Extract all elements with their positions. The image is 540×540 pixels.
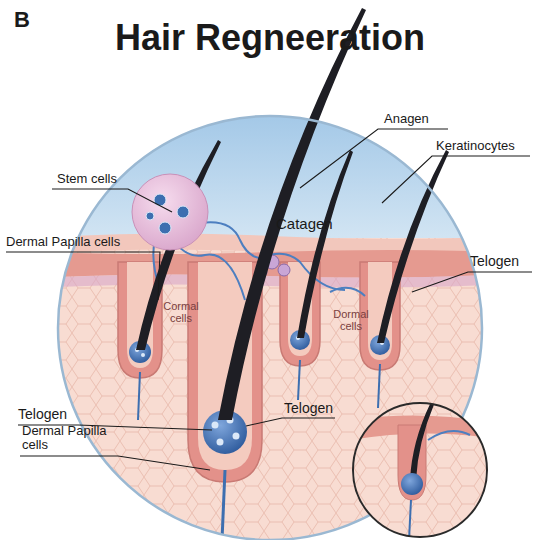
blood-vessel (409, 500, 411, 540)
hair-shaft (377, 150, 449, 343)
leader-line (412, 272, 532, 292)
cell-dot (233, 433, 240, 440)
blood-vessel (260, 254, 345, 290)
stem-cell-sphere (132, 174, 208, 250)
stem-cell (177, 206, 189, 218)
blood-vessel (298, 360, 300, 400)
sphere-body (132, 174, 208, 250)
cell-dot (141, 353, 145, 357)
basal-layer (40, 274, 510, 288)
blood-vessel (428, 431, 470, 440)
blood-vessel (222, 470, 225, 540)
hair-shafts (136, 8, 449, 420)
callout-label: Dermal Papilla cells (6, 235, 120, 249)
inset-detail (350, 400, 490, 540)
cell (278, 264, 290, 276)
leader-line (382, 156, 530, 203)
stem-cell (154, 194, 166, 206)
inset-content (350, 400, 490, 540)
leader-lines (6, 129, 532, 470)
callout-label: Telogen (284, 401, 333, 416)
callout-label: Anagen (384, 112, 429, 126)
follicle-inner (198, 262, 252, 470)
leader-line (246, 418, 335, 426)
skin-section (40, 100, 510, 540)
blood-vessel (138, 372, 140, 420)
leader-line (6, 252, 160, 300)
stem-cell (146, 212, 154, 220)
panel-letter: B (14, 8, 30, 32)
callout-label: Dermal Papilla cells (22, 424, 122, 453)
leader-line (300, 129, 448, 188)
stage-label: Catagen (276, 216, 333, 233)
papilla-cells (135, 336, 384, 446)
inline-label: Dormal cells (326, 308, 376, 332)
blood-vessel (330, 288, 365, 296)
cell-dot (217, 439, 224, 446)
callout-label: Keratinocytes (436, 139, 515, 153)
dermal-papilla (401, 473, 423, 495)
hair-shaft (218, 8, 366, 420)
callout-label: Telogen (470, 254, 519, 269)
inset-border (353, 403, 487, 537)
main-circle-border (58, 116, 482, 540)
blood-vessel (378, 364, 380, 408)
inline-label: Cormal cells (156, 300, 206, 324)
leader-line (52, 189, 172, 212)
callout-label: Stem cells (57, 172, 117, 186)
callout-label: Telogen (18, 407, 67, 422)
dermis-layer (40, 238, 510, 540)
stem-cell (159, 222, 171, 234)
hair-shaft (410, 400, 435, 480)
leader-line (20, 456, 210, 470)
diagram-title: Hair Regneeration (0, 18, 540, 58)
cell-dot (212, 422, 219, 429)
